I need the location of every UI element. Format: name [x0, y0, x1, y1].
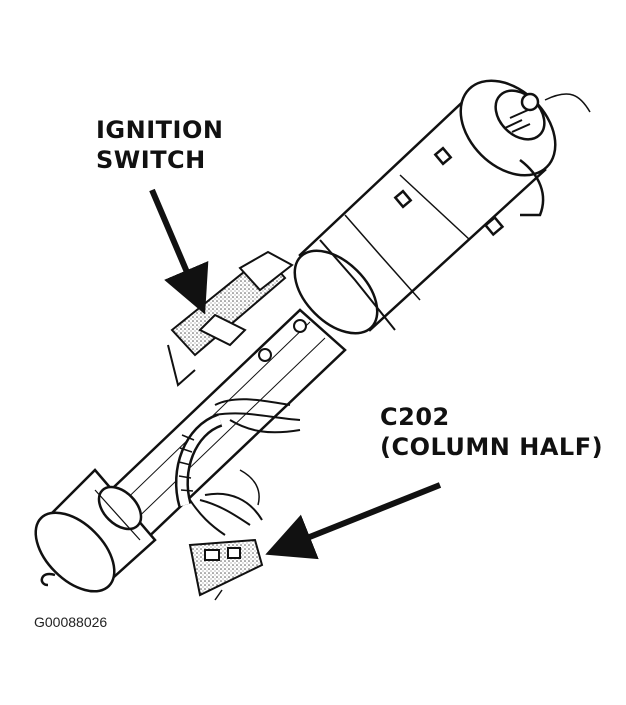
c202-label-line2: (COLUMN HALF): [380, 433, 604, 461]
lower-bearing-housing: [34, 468, 157, 593]
c202-connector: [188, 538, 264, 601]
ignition-switch-label-line1: IGNITION: [96, 116, 224, 144]
c202-label-line1: C202: [380, 403, 450, 431]
lock-cylinder-end: [459, 79, 591, 217]
ignition-switch-label: IGNITION SWITCH: [96, 115, 223, 175]
c202-connector-arrow: [265, 482, 442, 560]
ignition-switch: [167, 250, 307, 387]
figure-id: G00088026: [34, 614, 108, 630]
c202-connector-label: C202 (COLUMN HALF): [380, 402, 603, 462]
ignition-switch-label-line2: SWITCH: [96, 146, 206, 174]
wiring-harness: [174, 398, 301, 536]
ignition-switch-arrow: [149, 188, 209, 315]
